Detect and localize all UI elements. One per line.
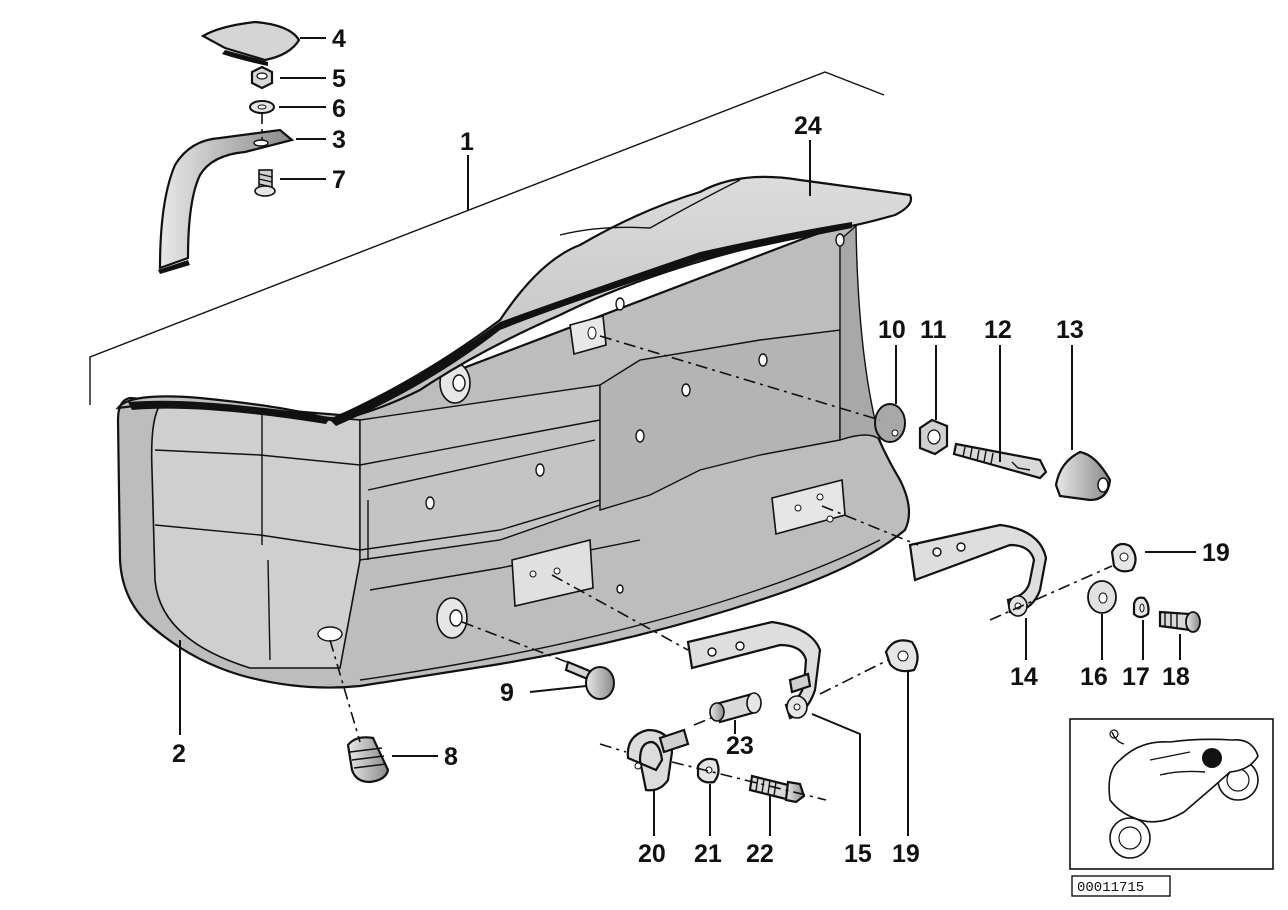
seat-case-body: [116, 223, 911, 689]
bolt-22: [748, 774, 806, 804]
callout-17: 17: [1122, 663, 1150, 691]
callout-11: 11: [920, 316, 947, 344]
washer-16: [1087, 580, 1117, 614]
mounting-plate-top: [569, 314, 607, 356]
diagram-reference-id: 00011715: [1077, 880, 1144, 896]
assembly-axis-lines: [261, 112, 1113, 801]
callout-22: 22: [746, 840, 774, 868]
callout-2: 2: [172, 740, 186, 768]
pipe-clamp-20: [626, 728, 690, 792]
spring-washer-17: [1132, 596, 1150, 619]
seat-cover-lid: [115, 175, 913, 426]
mounting-plate-right: [771, 478, 846, 536]
callout-19-upper: 19: [1202, 539, 1230, 567]
callout-24: 24: [794, 112, 822, 140]
rubber-cap: [200, 20, 301, 66]
spacer-bolt-23: [709, 692, 762, 724]
nut-11: [918, 418, 949, 456]
callout-15: 15: [844, 840, 872, 868]
location-thumbnail: 00011715: [1069, 718, 1274, 897]
callout-18: 18: [1162, 663, 1190, 691]
callout-19-lower: 19: [892, 840, 920, 868]
reference-plane-lines: [89, 71, 885, 405]
hex-nut-5: [250, 65, 274, 90]
callout-10: 10: [878, 316, 906, 344]
location-marker-icon: [1202, 748, 1222, 768]
knob-bolt-9: [564, 660, 615, 700]
callout-7: 7: [332, 166, 346, 194]
grommet-lower-left: [436, 597, 468, 639]
handle-strap: [158, 128, 295, 274]
bracket-14: [908, 523, 1048, 617]
rubber-disc-10: [874, 403, 906, 443]
rubber-buffer-8: [346, 736, 390, 784]
callout-labels: 4 5 6 3 7 1 24 10 11 12 13 19 14 16 17 1…: [172, 25, 1230, 868]
callout-12: 12: [984, 316, 1012, 344]
callout-3: 3: [332, 126, 346, 154]
callout-16: 16: [1080, 663, 1108, 691]
callout-21: 21: [694, 840, 722, 868]
callout-23: 23: [726, 732, 754, 760]
callout-9: 9: [500, 679, 514, 707]
callout-5: 5: [332, 65, 346, 93]
mounting-plate-bottom: [511, 538, 594, 607]
bolt-18: [1158, 610, 1201, 633]
callout-20: 20: [638, 840, 666, 868]
bracket-15: [686, 620, 822, 720]
motorcycle-icon: [1108, 729, 1259, 859]
callout-4: 4: [332, 25, 346, 53]
rubber-cone-13: [1054, 450, 1112, 502]
callout-6: 6: [332, 95, 346, 123]
screw-7: [254, 169, 276, 197]
callout-13: 13: [1056, 316, 1084, 344]
callout-1: 1: [460, 128, 474, 156]
washer-21: [696, 757, 720, 784]
grommet-bottom-left: [317, 626, 343, 642]
clip-19-lower: [884, 639, 919, 673]
leader-lines: [179, 37, 1196, 836]
washer-6: [249, 100, 275, 114]
callout-14: 14: [1010, 663, 1038, 691]
clip-19-upper: [1110, 542, 1137, 573]
callout-8: 8: [444, 743, 458, 771]
